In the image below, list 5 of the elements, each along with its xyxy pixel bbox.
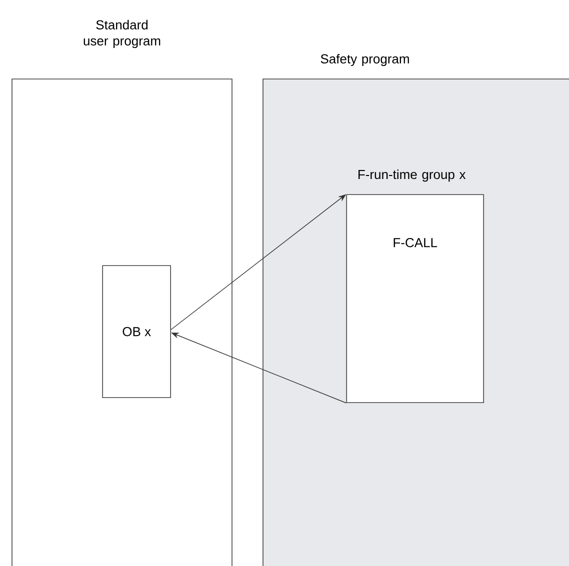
block-label: F-CALL: [394, 238, 438, 248]
heading: Safety program: [320, 54, 409, 66]
program-block-box: OB x: [102, 265, 171, 398]
heading: Standard user program: [84, 20, 160, 48]
heading: F-run-time group x: [358, 170, 466, 182]
